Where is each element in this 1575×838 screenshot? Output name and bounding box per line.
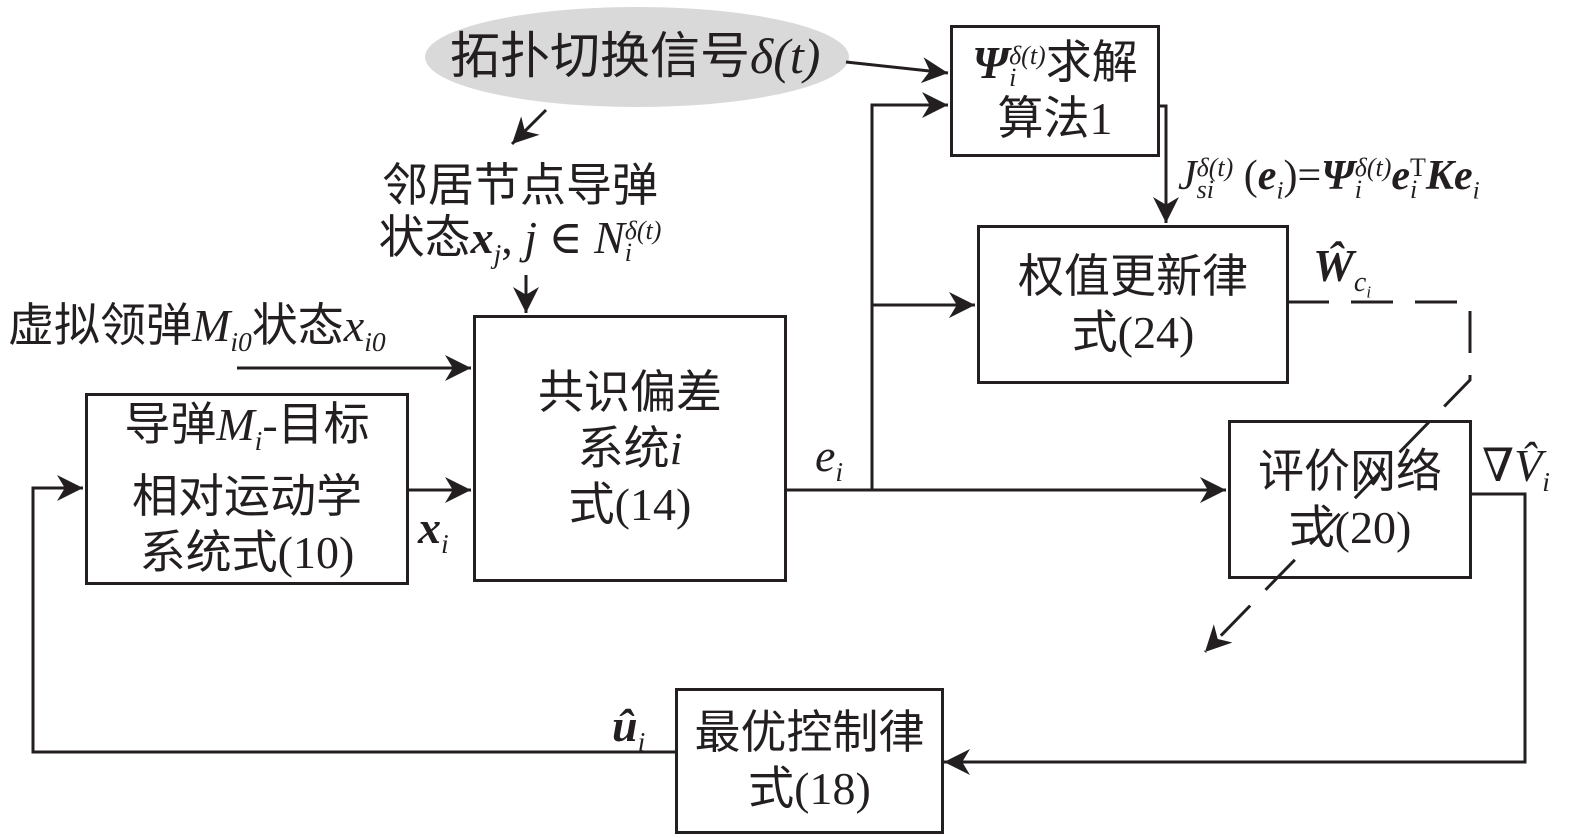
virtual-leader-label: 虚拟领弹Mi0状态xi0 bbox=[8, 300, 386, 368]
w-hat-label: Ŵci bbox=[1313, 240, 1371, 319]
psi-symbol: Ψ bbox=[972, 37, 1010, 88]
signal-source-symbol: δ(t) bbox=[750, 28, 821, 84]
consensus-error-block: 共识偏差 系统i 式(14) bbox=[473, 315, 787, 582]
arrow-signal-to-psi bbox=[845, 57, 949, 84]
signal-source-label: 拓扑切换信号δ(t) bbox=[450, 26, 820, 86]
virtual-leader-M: M bbox=[192, 300, 231, 351]
signal-source-ellipse bbox=[425, 7, 849, 107]
missile-line3: 系统式(10) bbox=[139, 527, 355, 579]
psi-sub: i bbox=[1009, 63, 1017, 93]
wire-ei-branch bbox=[870, 92, 948, 490]
virtual-leader-M-sub: i0 bbox=[230, 326, 252, 358]
u-hat-sub: i bbox=[637, 726, 646, 758]
ei-label: ei bbox=[815, 430, 843, 498]
missile-line2: 相对运动学 bbox=[132, 471, 362, 523]
weight-line2: 式(24) bbox=[1071, 306, 1195, 358]
arrow-critic-to-control bbox=[944, 492, 1527, 775]
neighbor-sep: , bbox=[501, 212, 525, 263]
missile-post: -目标 bbox=[262, 398, 370, 450]
xi-sub: i bbox=[441, 528, 449, 560]
w-sub-c: c bbox=[1353, 267, 1367, 299]
arrow-control-to-missile bbox=[31, 475, 675, 754]
consensus-line3: 式(14) bbox=[568, 478, 692, 530]
ei-sub: i bbox=[835, 456, 844, 488]
w-hat: Ŵ bbox=[1313, 240, 1354, 291]
missile-pre: 导弹 bbox=[124, 398, 217, 450]
critic-line1: 评价网络 bbox=[1258, 445, 1442, 497]
virtual-leader-text: 虚拟领弹 bbox=[8, 300, 192, 351]
control-line2: 式(18) bbox=[748, 763, 871, 814]
neighbor-N-sup: δ(t) bbox=[624, 216, 662, 246]
neighbor-j: j bbox=[524, 212, 538, 263]
cost-J-sub: si bbox=[1196, 175, 1214, 205]
optimal-control-block: 最优控制律 式(18) bbox=[675, 688, 944, 834]
arrow-signal-to-neighbor bbox=[510, 108, 548, 146]
control-line1: 最优控制律 bbox=[694, 707, 925, 758]
cost-psi: Ψ bbox=[1321, 153, 1355, 199]
cost-psi-sup: δ(t) bbox=[1354, 153, 1392, 183]
cost-e3-sub: i bbox=[1472, 177, 1480, 205]
dashed-weight-tuning-path bbox=[1203, 300, 1472, 654]
virtual-leader-x: x bbox=[343, 300, 365, 351]
neighbor-in: ∈ bbox=[537, 212, 595, 263]
psi-sup: δ(t) bbox=[1009, 41, 1046, 71]
critic-network-block: 评价网络 式(20) bbox=[1228, 420, 1472, 579]
neighbor-line1: 邻居节点导弹 bbox=[382, 160, 658, 211]
weight-update-block: 权值更新律 式(24) bbox=[977, 225, 1289, 384]
missile-M: M bbox=[216, 398, 255, 450]
cost-K: K bbox=[1425, 153, 1454, 199]
consensus-line2: 系统i bbox=[578, 421, 683, 477]
critic-line2: 式(20) bbox=[1288, 501, 1412, 553]
v-hat-sub: i bbox=[1542, 466, 1550, 498]
cost-e2-sup: T bbox=[1410, 153, 1426, 183]
grad-symbol: ∇ bbox=[1482, 440, 1515, 491]
u-hat-label: ûi bbox=[612, 700, 645, 768]
v-hat: V̂ bbox=[1514, 440, 1543, 491]
grad-v-label: ∇V̂i bbox=[1482, 440, 1550, 508]
cost-J-sup: δ(t) bbox=[1196, 153, 1234, 183]
missile-M-sub: i bbox=[254, 425, 263, 457]
cost-J: J bbox=[1178, 153, 1197, 199]
psi-solver-line2: 算法1 bbox=[997, 93, 1113, 144]
xi-label: xi bbox=[418, 502, 449, 570]
missile-line1: 导弹Mi-目标 bbox=[124, 397, 369, 469]
neighbor-state-text: 状态 bbox=[378, 212, 471, 263]
cost-psi-sub: i bbox=[1354, 175, 1362, 205]
cost-e: e bbox=[1257, 153, 1277, 199]
signal-source-text: 拓扑切换信号 bbox=[450, 28, 750, 84]
xi-x: x bbox=[418, 502, 441, 553]
virtual-leader-x-sub: i0 bbox=[364, 326, 386, 358]
cost-e-sub: i bbox=[1276, 177, 1284, 205]
neighbor-x: x bbox=[470, 212, 494, 263]
cost-e3: e bbox=[1453, 153, 1473, 199]
weight-line1: 权值更新律 bbox=[1018, 250, 1248, 302]
consensus-i: i bbox=[669, 422, 683, 474]
cost-eq: )= bbox=[1283, 153, 1322, 199]
cost-e2: e bbox=[1391, 153, 1411, 199]
arrow-psi-to-weight bbox=[1153, 104, 1179, 223]
cost-e2-sub: i bbox=[1410, 175, 1418, 205]
consensus-line1: 共识偏差 bbox=[538, 366, 722, 418]
neighbor-x-sub: j bbox=[493, 238, 502, 270]
virtual-leader-state: 状态 bbox=[251, 300, 344, 351]
neighbor-N: N bbox=[594, 212, 625, 263]
u-hat: û bbox=[612, 700, 638, 751]
consensus-system-text: 系统 bbox=[577, 422, 670, 474]
w-hat-sub: ci bbox=[1353, 267, 1371, 302]
cost-paren: ( bbox=[1233, 153, 1258, 199]
psi-solver-suffix: 求解 bbox=[1045, 37, 1138, 88]
w-sub-i: i bbox=[1366, 282, 1372, 302]
ei-e: e bbox=[815, 430, 836, 481]
missile-kinematics-block: 导弹Mi-目标 相对运动学 系统式(10) bbox=[85, 393, 409, 585]
neighbor-N-sub: i bbox=[624, 238, 633, 268]
